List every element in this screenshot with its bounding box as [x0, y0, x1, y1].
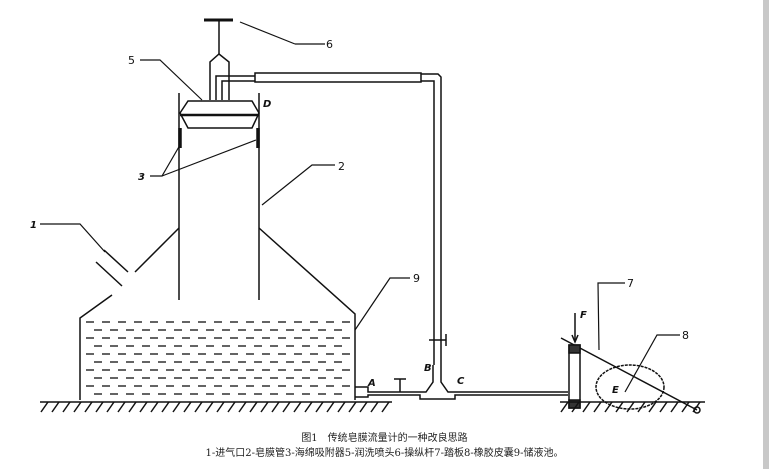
soap-film-tube: [178, 93, 260, 300]
label-9: 9: [413, 272, 420, 285]
ground-hatch: [348, 401, 357, 413]
figure-caption-legend: 1-进气口2-皂膜管3-海绵吸附器5-润洗喷头6-操纵杆7-踏板8-橡胶皮囊9-…: [205, 448, 564, 459]
ground-hatch: [359, 401, 368, 413]
ground-hatch: [260, 401, 269, 413]
rinse-pipe: [215, 72, 447, 365]
ground-hatch: [40, 401, 49, 413]
ground-hatch: [670, 401, 679, 413]
ground-hatch: [51, 401, 60, 413]
ground-hatch: [205, 401, 214, 413]
point-C: C: [457, 376, 465, 387]
ground-hatch: [271, 401, 280, 413]
ground-hatch: [315, 401, 324, 413]
label-3: 3: [138, 172, 145, 183]
ground-hatch: [293, 401, 302, 413]
ground-hatch: [304, 401, 313, 413]
leader-lines: [40, 21, 680, 393]
ground-hatch: [681, 401, 690, 413]
bottom-pipe: [355, 365, 568, 400]
ground-hatch: [337, 401, 346, 413]
ground-hatch: [381, 401, 390, 413]
point-E: E: [612, 385, 619, 396]
ground-hatch: [194, 401, 203, 413]
ground-hatch: [95, 401, 104, 413]
label-7: 7: [627, 277, 634, 290]
ground-hatch: [326, 401, 335, 413]
label-5: 5: [128, 54, 135, 67]
point-A: A: [367, 378, 376, 389]
ground-hatch: [183, 401, 192, 413]
ground-hatch: [128, 401, 137, 413]
label-8: 8: [682, 329, 689, 342]
label-6: 6: [326, 38, 333, 51]
ground-hatch: [106, 401, 115, 413]
point-B: B: [424, 363, 432, 374]
ground-hatch: [370, 401, 379, 413]
ground-hatch: [249, 401, 258, 413]
point-F: F: [580, 310, 587, 321]
ground-hatch: [637, 401, 646, 413]
ground-hatch: [626, 401, 635, 413]
ground-hatch: [604, 401, 613, 413]
ground-hatch: [692, 401, 701, 413]
ground-hatch: [161, 401, 170, 413]
liquid-dashes: [86, 321, 350, 395]
control-rod: [204, 18, 233, 100]
ground-hatch: [238, 401, 247, 413]
ground-hatch: [571, 401, 580, 413]
ground-hatch: [73, 401, 82, 413]
ground-hatch: [593, 401, 602, 413]
ground-hatch: [84, 401, 93, 413]
label-2: 2: [338, 160, 345, 173]
ground-hatch: [560, 401, 569, 413]
pedal-assembly: [560, 313, 701, 414]
vertical-scrollbar[interactable]: [763, 0, 769, 469]
ground-hatch: [648, 401, 657, 413]
ground-hatching: [40, 401, 705, 413]
ground-hatch: [117, 401, 126, 413]
point-D: D: [263, 99, 271, 110]
liquid-reservoir: [79, 227, 356, 400]
figure-caption-title: 图1 传统皂膜流量计的一种改良思路: [301, 433, 468, 444]
ground-hatch: [227, 401, 236, 413]
ground-hatch: [150, 401, 159, 413]
ground-hatch: [615, 401, 624, 413]
rinse-nozzle-head: [179, 100, 260, 129]
ground-hatch: [139, 401, 148, 413]
ground-hatch: [62, 401, 71, 413]
ground-hatch: [582, 401, 591, 413]
label-1: 1: [30, 220, 37, 231]
ground-hatch: [659, 401, 668, 413]
ground-hatch: [216, 401, 225, 413]
ground-hatch: [282, 401, 291, 413]
ground-hatch: [172, 401, 181, 413]
